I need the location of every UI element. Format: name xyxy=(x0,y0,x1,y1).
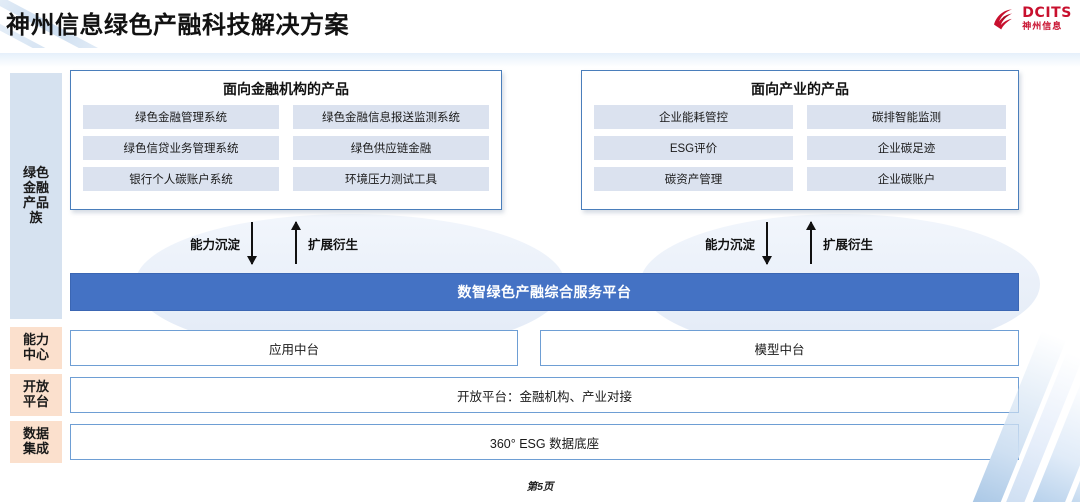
dcits-swoosh-icon xyxy=(991,7,1017,31)
product-chip[interactable]: 企业碳足迹 xyxy=(807,136,1006,160)
flow-label: 扩展衍生 xyxy=(823,237,874,252)
arrow-up-icon xyxy=(805,221,817,264)
product-chip[interactable]: 企业碳账户 xyxy=(807,167,1006,191)
panel-industry-products: 面向产业的产品 企业能耗管控 碳排智能监测 ESG评价 企业碳足迹 碳资产管理 … xyxy=(581,70,1019,210)
flow-left-extension-derivation: 扩展衍生 xyxy=(290,221,359,264)
footer-page-number: 第5页 xyxy=(526,481,554,493)
arrow-down-icon xyxy=(761,222,773,265)
flow-left-capability-precipitation: 能力沉淀 xyxy=(190,222,258,265)
brand-logo: DCITS 神州信息 xyxy=(991,6,1072,31)
sidebar-item-label: 能力 中心 xyxy=(22,332,49,362)
sidebar-item-label: 数据 集成 xyxy=(22,426,49,456)
layer-box-model-middle-platform[interactable]: 模型中台 xyxy=(540,330,1019,366)
panel-chip-grid: 绿色金融管理系统 绿色金融信息报送监测系统 绿色信贷业务管理系统 绿色供应链金融… xyxy=(83,105,489,191)
slide-header: 神州信息绿色产融科技解决方案 DCITS 神州信息 xyxy=(0,0,1080,48)
product-chip[interactable]: 绿色金融管理系统 xyxy=(83,105,279,129)
flow-label: 能力沉淀 xyxy=(190,237,241,252)
product-chip[interactable]: 银行个人碳账户系统 xyxy=(83,167,279,191)
sidebar-item-green-finance-family[interactable]: 绿色 金融 产品 族 xyxy=(10,73,62,319)
product-chip[interactable]: 碳排智能监测 xyxy=(807,105,1006,129)
product-chip[interactable]: ESG评价 xyxy=(594,136,793,160)
logo-text-en: DCITS xyxy=(1022,5,1072,21)
sidebar-item-data-integration[interactable]: 数据 集成 xyxy=(10,421,62,463)
sidebar-item-ability-center[interactable]: 能力 中心 xyxy=(10,327,62,369)
product-chip[interactable]: 绿色金融信息报送监测系统 xyxy=(293,105,489,129)
panel-title: 面向金融机构的产品 xyxy=(223,81,349,97)
product-chip[interactable]: 绿色信贷业务管理系统 xyxy=(83,136,279,160)
panel-chip-grid: 企业能耗管控 碳排智能监测 ESG评价 企业碳足迹 碳资产管理 企业碳账户 xyxy=(594,105,1006,191)
panel-financial-institution-products: 面向金融机构的产品 绿色金融管理系统 绿色金融信息报送监测系统 绿色信贷业务管理… xyxy=(70,70,502,210)
header-divider-glow xyxy=(0,53,1080,67)
product-chip[interactable]: 碳资产管理 xyxy=(594,167,793,191)
logo-text-cn: 神州信息 xyxy=(1022,21,1063,31)
product-chip[interactable]: 环境压力测试工具 xyxy=(293,167,489,191)
flow-right-capability-precipitation: 能力沉淀 xyxy=(705,222,773,265)
sidebar-item-label: 绿色 金融 产品 族 xyxy=(22,165,49,225)
panel-title: 面向产业的产品 xyxy=(751,81,849,97)
sidebar-item-label: 开放 平台 xyxy=(22,379,49,409)
flow-label: 能力沉淀 xyxy=(705,237,756,252)
arrow-up-icon xyxy=(290,221,302,264)
layer-box-application-middle-platform[interactable]: 应用中台 xyxy=(70,330,518,366)
product-chip[interactable]: 企业能耗管控 xyxy=(594,105,793,129)
flow-label: 扩展衍生 xyxy=(308,237,359,252)
arrow-down-icon xyxy=(246,222,258,265)
platform-bar[interactable]: 数智绿色产融综合服务平台 xyxy=(70,273,1019,311)
flow-right-extension-derivation: 扩展衍生 xyxy=(805,221,874,264)
sidebar-item-open-platform[interactable]: 开放 平台 xyxy=(10,374,62,416)
page-title: 神州信息绿色产融科技解决方案 xyxy=(6,11,349,39)
product-chip[interactable]: 绿色供应链金融 xyxy=(293,136,489,160)
layer-box-data-foundation[interactable]: 360° ESG 数据底座 xyxy=(70,424,1019,460)
layer-box-open-platform[interactable]: 开放平台：金融机构、产业对接 xyxy=(70,377,1019,413)
